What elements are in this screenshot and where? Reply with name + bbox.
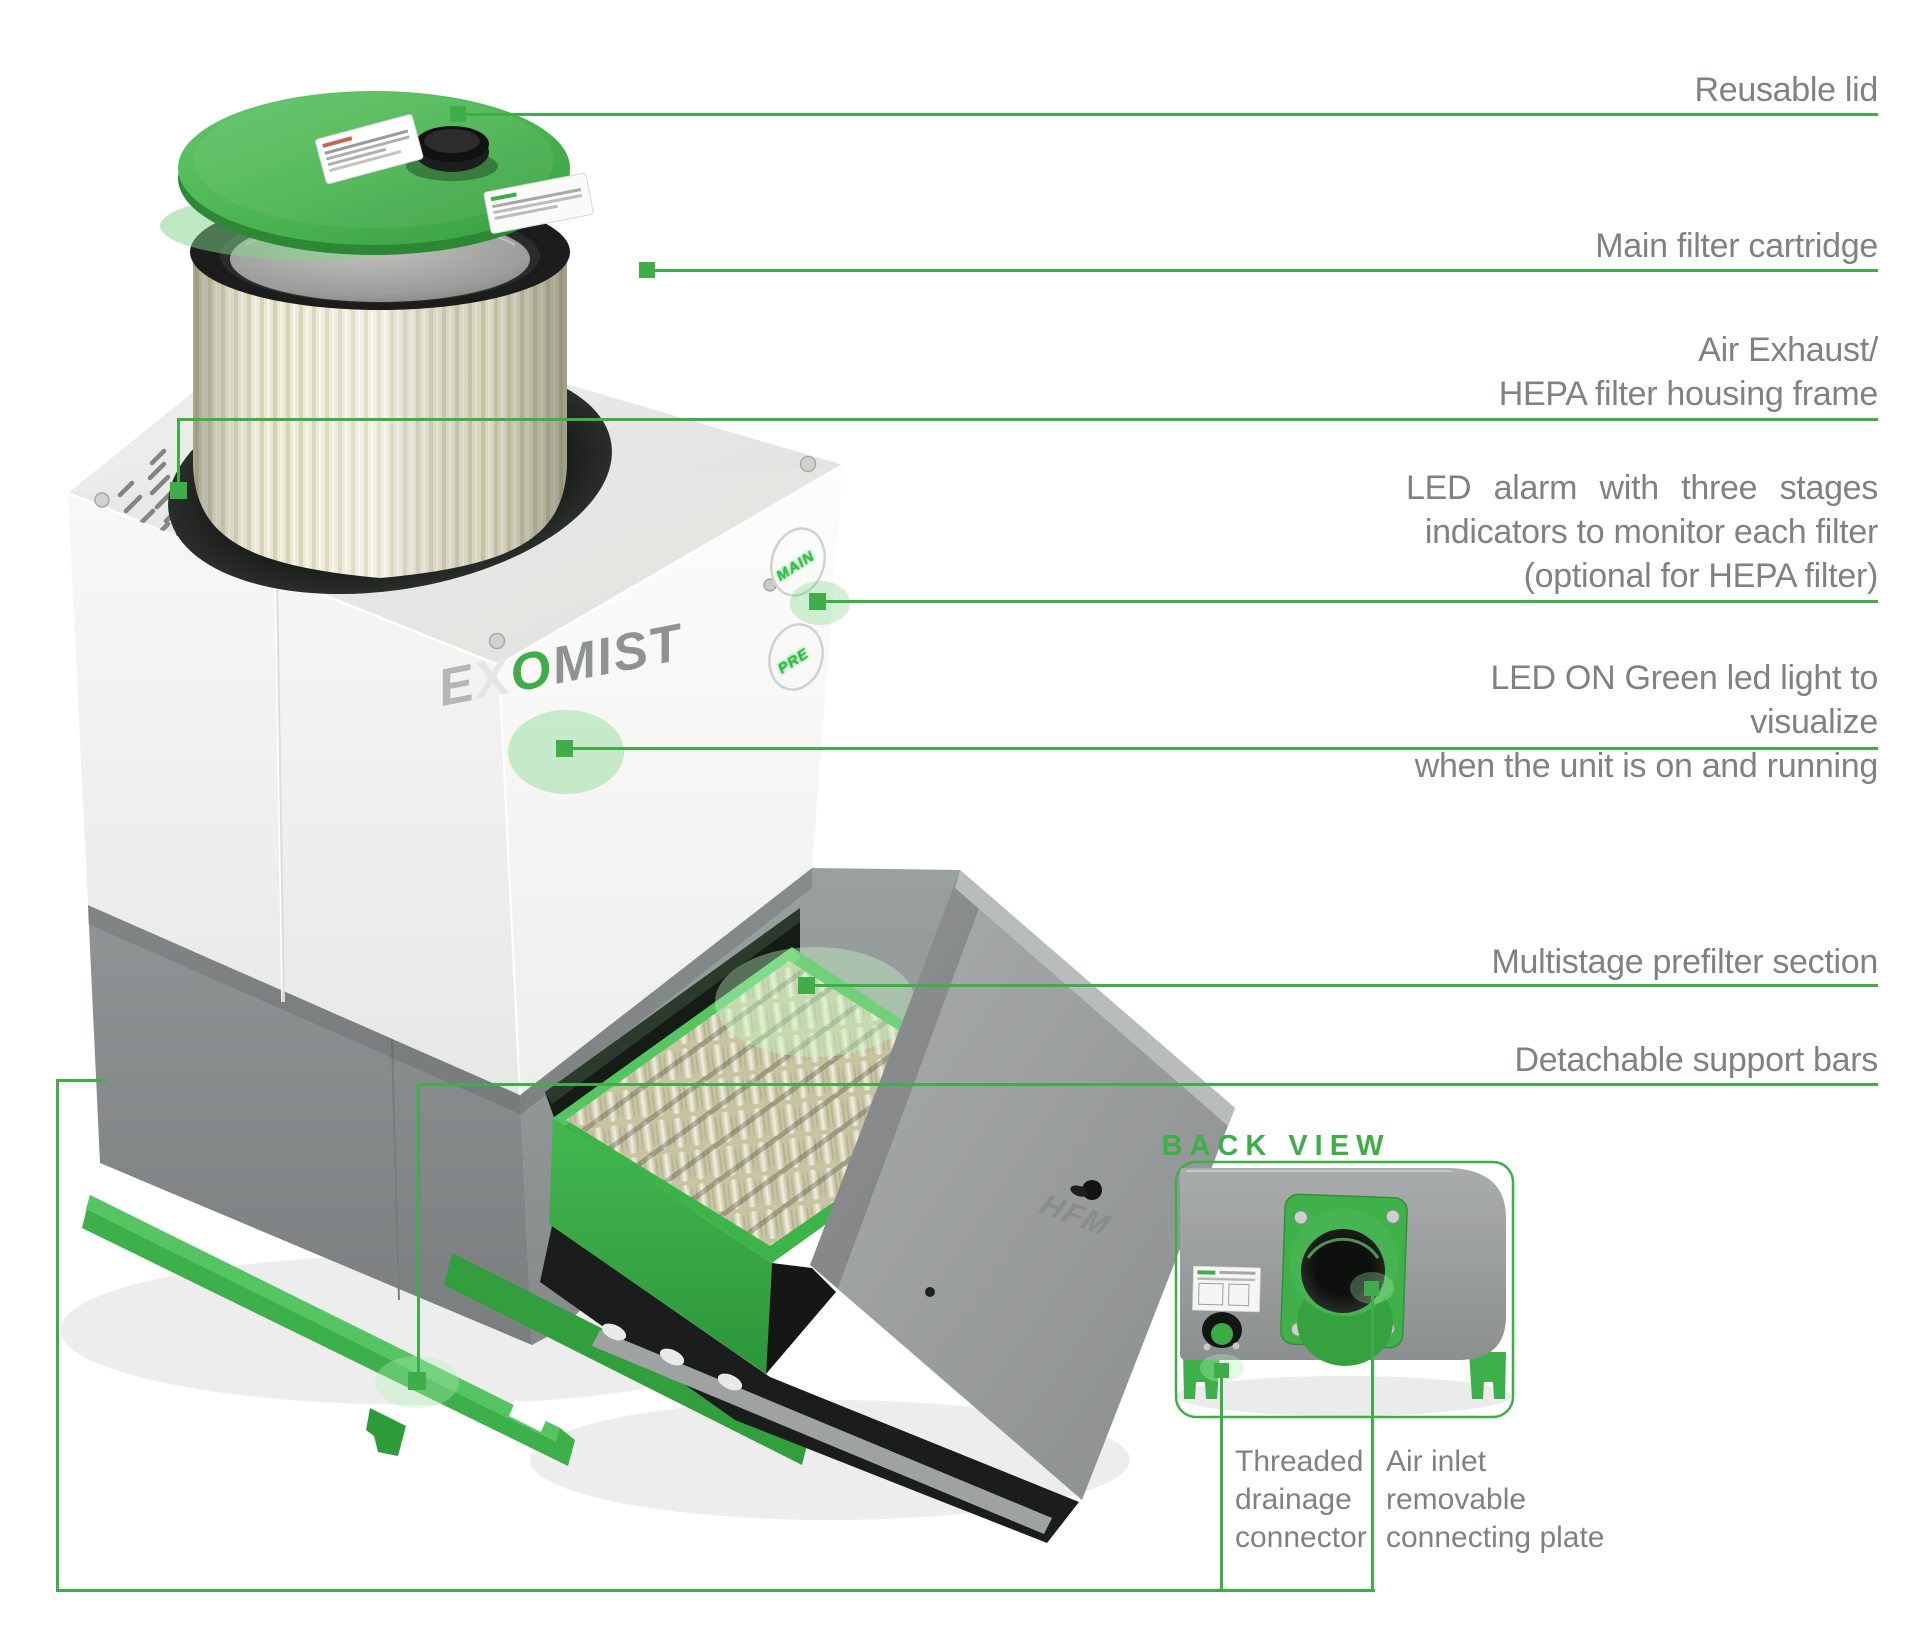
label-support-bars: Detachable support bars	[1514, 1041, 1878, 1079]
callout-anchor-led-on	[556, 740, 573, 757]
callout-line-led-on	[573, 747, 1878, 750]
prefilter-drawer: HFM	[549, 870, 1235, 1500]
label-drainage-connector: Threaded drainage connector	[1235, 1445, 1367, 1554]
reusable-lid-render	[160, 91, 594, 260]
callout-line-exhaust	[177, 418, 1878, 421]
drainage-connector	[1202, 1312, 1242, 1351]
callout-line-filter	[655, 269, 1878, 272]
callout-line-back-stub	[56, 1079, 106, 1082]
callout-line-led-alarm	[826, 600, 1878, 603]
callout-line-drainage-v	[1220, 1378, 1223, 1592]
callout-line-back-left-v	[56, 1079, 59, 1592]
prefilter-tubes	[566, 947, 994, 1246]
lid-sticker-2	[483, 172, 594, 234]
label-prefilter: Multistage prefilter section	[1491, 943, 1878, 981]
back-panel-sticker	[1191, 1265, 1261, 1313]
support-bar-foot	[366, 1408, 406, 1456]
callout-line-support-h	[417, 1083, 1878, 1086]
callout-anchor-drainage	[1214, 1363, 1229, 1378]
label-air-inlet: Air inlet removable connecting plate	[1386, 1445, 1605, 1554]
back-view-title: BACK VIEW	[1161, 1130, 1391, 1162]
indicator-main: MAIN	[770, 527, 826, 597]
callout-anchor-led-alarm	[809, 593, 826, 610]
drawer-front-panel: HFM	[810, 870, 1235, 1500]
callout-line-back-bottom	[56, 1589, 1375, 1592]
callout-anchor-filter	[639, 262, 655, 278]
callout-line-lid	[458, 113, 1878, 116]
callout-line-support-v	[417, 1083, 420, 1375]
indicator-pre: PRE	[768, 623, 824, 691]
callout-anchor-inlet	[1364, 1281, 1379, 1296]
label-reusable-lid: Reusable lid	[1694, 71, 1878, 109]
label-air-exhaust: Air Exhaust/ HEPA filter housing frame	[1498, 331, 1879, 413]
label-main-filter-cartridge: Main filter cartridge	[1595, 227, 1878, 265]
label-led-on: LED ON Green led light to visualize when…	[1414, 659, 1879, 785]
callout-anchor-support	[408, 1372, 426, 1390]
drawer-knob	[1082, 1180, 1102, 1200]
support-bar	[82, 1195, 575, 1466]
callout-line-prefilter	[815, 984, 1878, 987]
callout-line-inlet-v	[1371, 1296, 1374, 1592]
back-view-inset	[1174, 1160, 1515, 1419]
lid-sticker-1	[315, 114, 424, 185]
callout-anchor-prefilter	[798, 977, 815, 994]
callout-anchor-exhaust	[170, 482, 187, 499]
callout-line-exhaust-v	[177, 418, 180, 488]
label-led-alarm: LED alarm with three stages indicators t…	[1406, 469, 1878, 595]
back-view-outline	[1174, 1160, 1515, 1419]
drawer-rails	[444, 1226, 1079, 1543]
back-view-feet	[1183, 1352, 1506, 1399]
housing-screws	[94, 455, 817, 650]
